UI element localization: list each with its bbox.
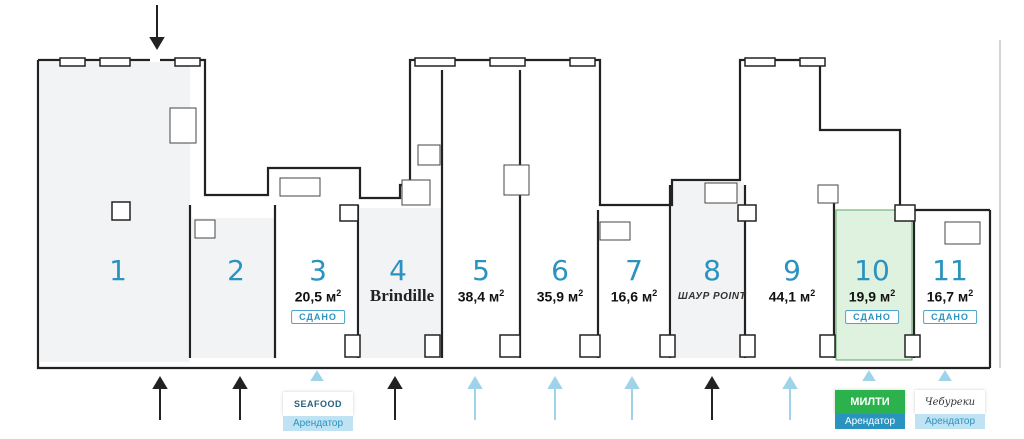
bathrooms [169, 107, 981, 245]
windows [59, 57, 826, 67]
room-3-area: 20,5 м2 [294, 288, 342, 305]
columns [111, 201, 921, 358]
unit-fill-8 [672, 182, 744, 358]
tenant-caption-chebureki: Арендатор [915, 414, 985, 429]
room-8-brand: ШАУР POINT [677, 291, 747, 302]
unit-fills [40, 62, 913, 362]
tenant-logo-milti: МИЛТИ [835, 390, 905, 414]
tenant-caption-milti: Арендатор [835, 414, 905, 429]
room-5-label: 5 [472, 254, 490, 287]
room-2-label: 2 [227, 254, 245, 287]
chebureki-logo-text: Чебуреки [924, 396, 976, 408]
room-6-label: 6 [551, 254, 569, 287]
walls [36, 40, 1001, 370]
unit-fill-2 [192, 218, 274, 358]
room-4-brand: Brindille [369, 286, 435, 305]
arrow-top-black [149, 5, 165, 50]
room-11-label: 11 [932, 254, 968, 287]
tenant-logo-seafood: SEAFOOD [283, 392, 353, 416]
seafood-logo-text: SEAFOOD [293, 399, 342, 409]
room-1-label: 1 [109, 254, 127, 287]
tenant-caption-seafood: Арендатор [283, 416, 353, 431]
room-10-label: 10 [854, 254, 890, 287]
room-7-area: 16,6 м2 [610, 288, 658, 305]
room-4-label: 4 [389, 254, 407, 287]
room-7-label: 7 [625, 254, 643, 287]
entrance-arrows [149, 5, 952, 420]
tenant-logo-chebureki: Чебуреки [915, 390, 985, 414]
room-8-label: 8 [703, 254, 721, 287]
room-9-area: 44,1 м2 [768, 288, 816, 305]
unit-fill-10 [835, 209, 913, 361]
room-11-area: 16,7 м2 [926, 288, 974, 305]
room-3-label: 3 [309, 254, 327, 287]
arrows-black [152, 376, 720, 420]
room-5-area: 38,4 м2 [457, 288, 505, 305]
room-10-status-badge: СДАНО [845, 310, 899, 324]
room-3-status-badge: СДАНО [291, 310, 345, 324]
room-11-status-badge: СДАНО [923, 310, 977, 324]
arrows-blue [310, 370, 952, 420]
room-10-area: 19,9 м2 [848, 288, 896, 305]
room-9-label: 9 [783, 254, 801, 287]
milti-logo-text: МИЛТИ [850, 396, 890, 408]
room-6-area: 35,9 м2 [536, 288, 584, 305]
unit-fill-4 [360, 208, 442, 358]
